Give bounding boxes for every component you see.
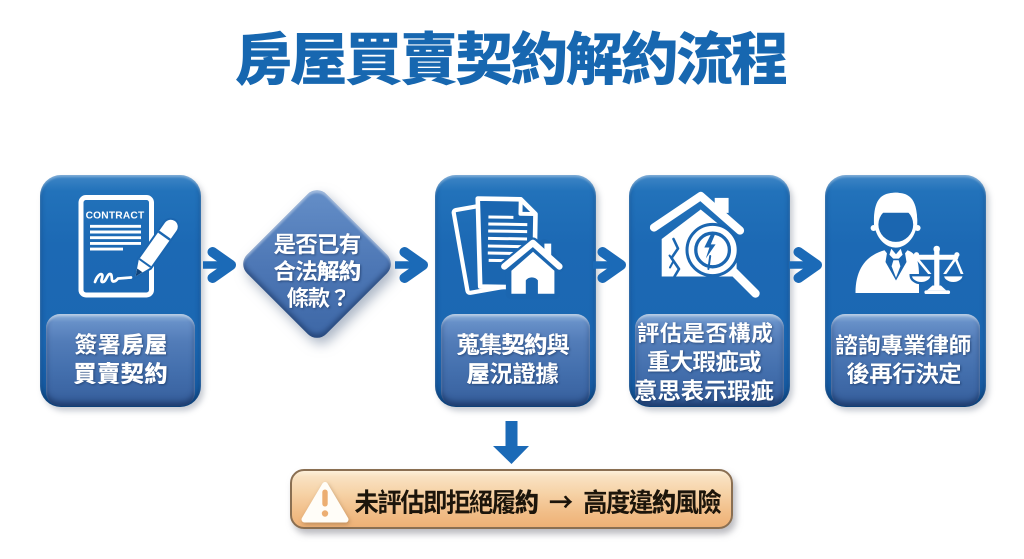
svg-text:CONTRACT: CONTRACT: [86, 211, 145, 222]
